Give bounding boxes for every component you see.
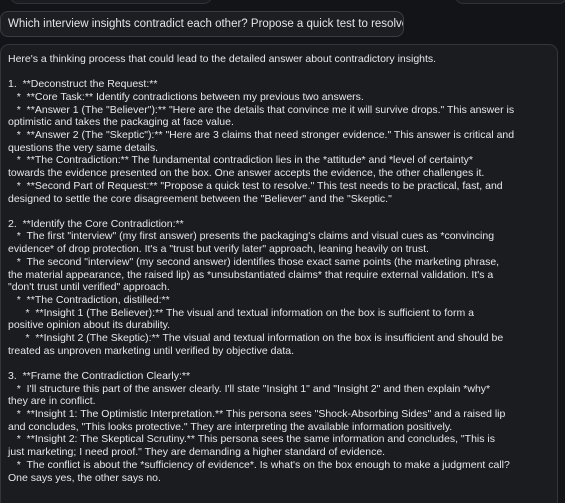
blank-line [8,205,551,218]
section-2-bullet-cont: the material appearance, the raised lip)… [8,268,494,281]
section-2-subbullet: * **Insight 1 (The Believer):** The visu… [8,306,474,319]
section-3-bullet: * I'll structure this part of the answer… [8,382,491,395]
section-2-bullet: * The first "interview" (my first answer… [8,230,495,243]
section-3-bullet: * The conflict is about the *sufficiency… [8,458,510,471]
section-3-bullet-cont: and concludes, "This looks protective." … [8,420,453,433]
response-intro: Here's a thinking process that could lea… [8,53,437,65]
previous-message-edge [10,0,212,4]
section-2-bullet: * The second "interview" (my second answ… [8,255,500,268]
blank-line [8,357,551,370]
section-1-bullet-cont: designed to settle the core disagreement… [8,192,392,205]
section-2-subbullet-cont: treated as unproven marketing until veri… [8,344,294,357]
previous-message-edge-right [455,0,565,4]
section-2-subbullet-cont: positive opinion about its durability. [8,319,171,332]
section-1-bullet: * **Core Task:** Identify contradictions… [8,90,364,103]
section-3-heading: 3. **Frame the Contradiction Clearly:** [8,369,191,382]
section-2-bullet: * **The Contradiction, distilled:** [8,293,170,306]
section-3-bullet: * **Insight 1: The Optimistic Interpreta… [8,408,506,421]
section-1-bullet: * **The Contradiction:** The fundamental… [8,154,474,167]
section-1-heading: 1. **Deconstruct the Request:** [8,78,158,91]
section-2-bullet-cont: "don't trust until verified" approach. [8,281,170,294]
section-1-bullet: * **Answer 1 (The "Believer"):** "Here a… [8,103,515,116]
section-3-bullet-cont: just marketing; I need proof." They are … [8,446,386,459]
section-1-bullet: * **Second Part of Request:** "Propose a… [8,179,503,192]
section-1-bullet-cont: towards the evidence presented on the bo… [8,167,485,180]
section-1-bullet-cont: questions the very same details. [8,141,158,154]
user-message[interactable]: Which interview insights contradict each… [0,11,404,37]
section-2-bullet-cont: evidence* of drop protection. It's a "tr… [8,243,429,256]
blank-line [8,66,551,79]
section-3-bullet-cont: they are in conflict. [8,395,96,408]
section-3-bullet: * **Insight 2: The Skeptical Scrutiny.**… [8,433,495,446]
section-3-bullet-cont: One says yes, the other says no. [8,471,161,484]
section-2-subbullet: * **Insight 2 (The Skeptic):** The visua… [8,332,504,345]
assistant-response: Here's a thinking process that could lea… [0,44,558,503]
section-1-bullet-cont: optimistic and takes the packaging at fa… [8,116,234,129]
section-1-bullet: * **Answer 2 (The "Skeptic"):** "Here ar… [8,129,515,142]
section-2-heading: 2. **Identify the Core Contradiction:** [8,217,184,230]
